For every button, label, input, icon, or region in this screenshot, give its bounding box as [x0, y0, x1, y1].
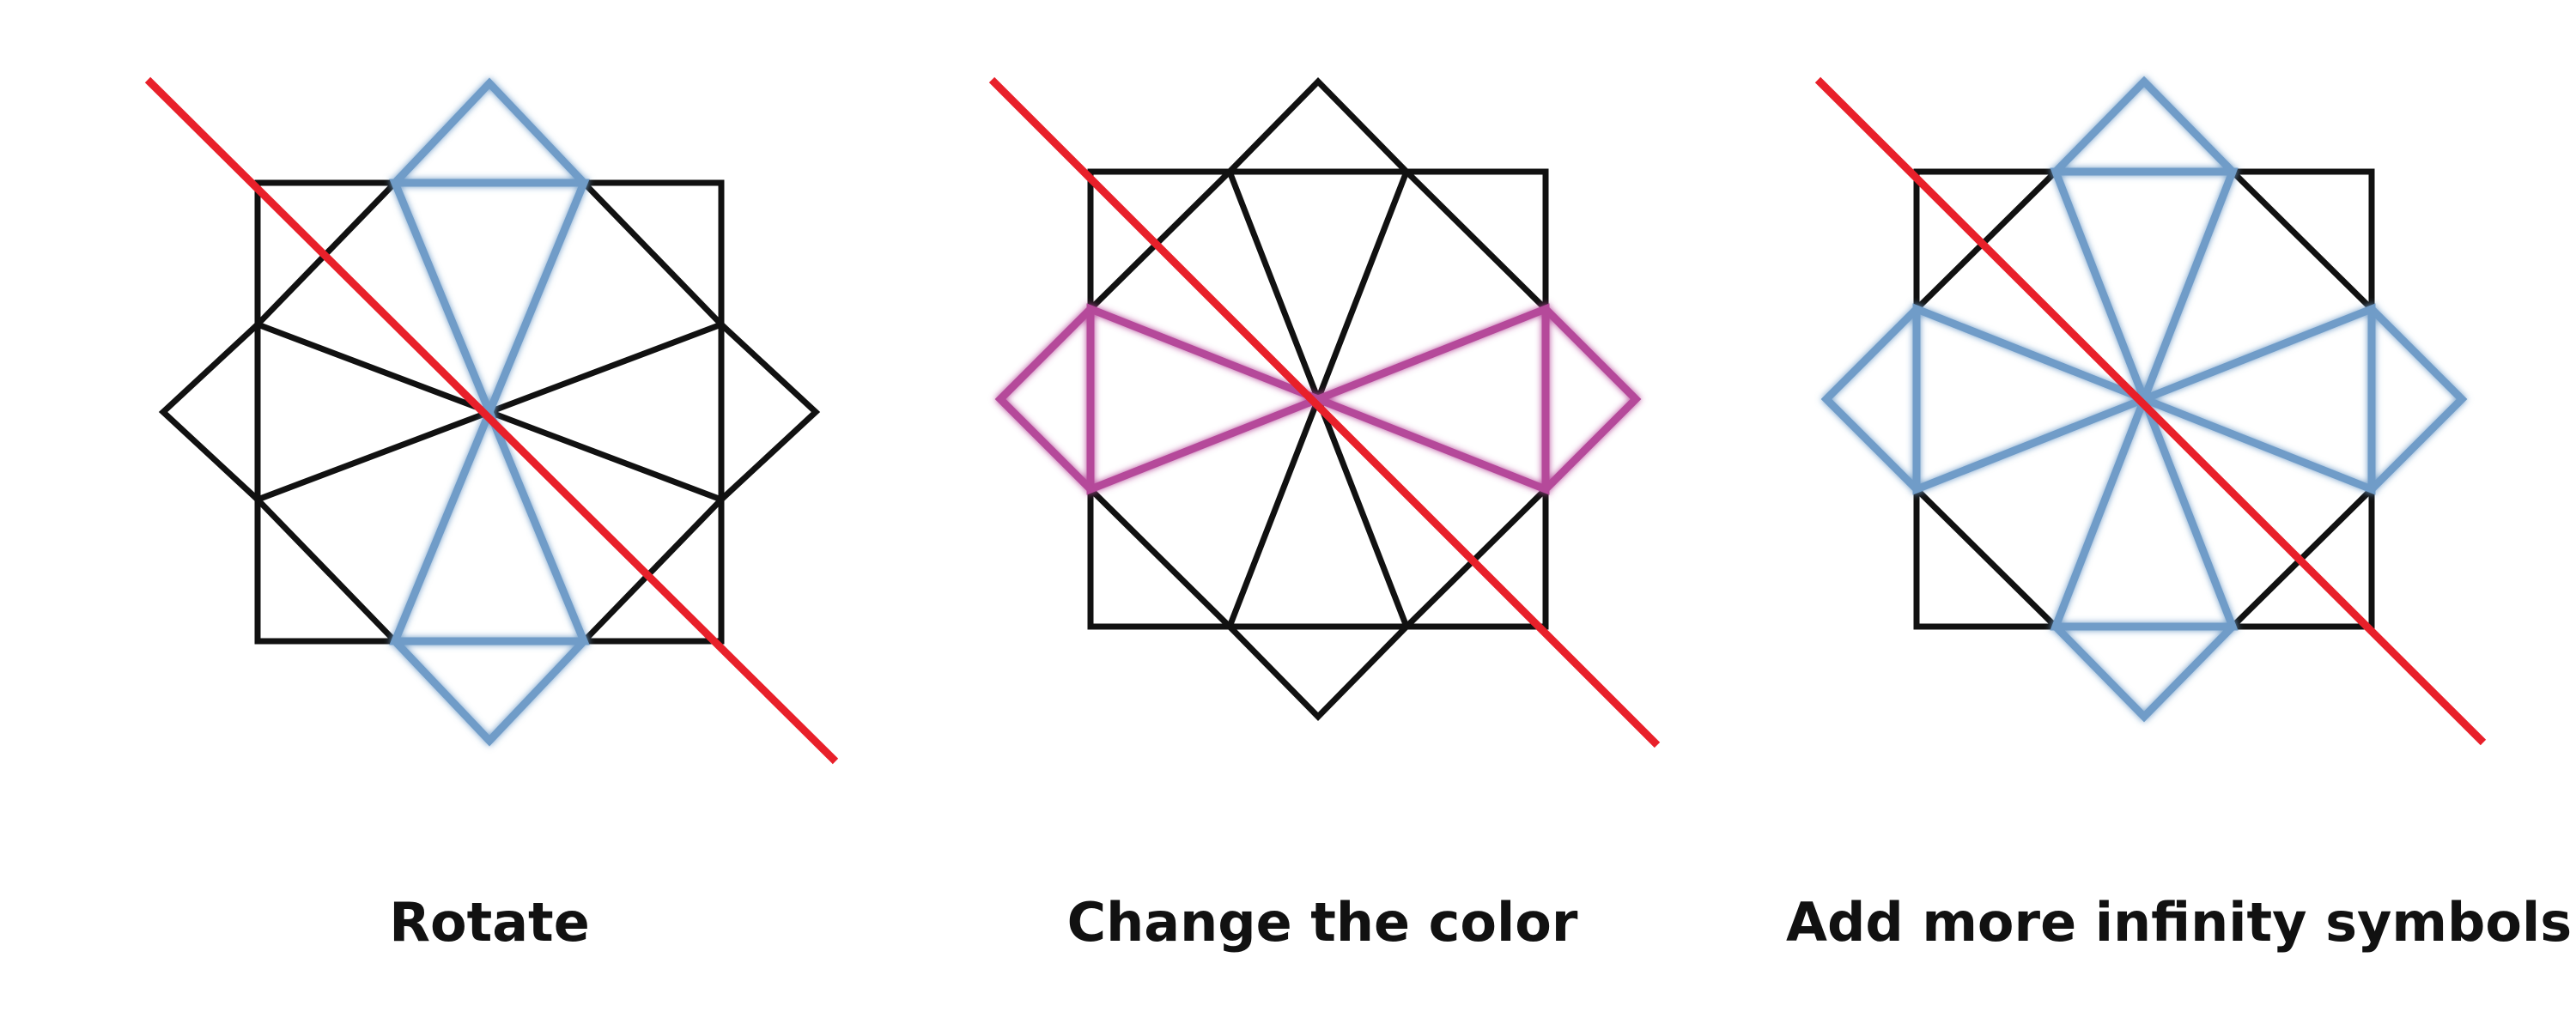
panel-rotate — [144, 76, 839, 765]
caption-rotate: Rotate — [389, 891, 590, 954]
caption-add-more-infinity: Add more infinity symbols — [1786, 891, 2573, 954]
strike-through-line — [144, 76, 839, 765]
infinity-symbol-highlight-horizontal — [1820, 303, 2468, 495]
strike-through-line — [1814, 76, 2487, 746]
infinity-symbol-highlight — [389, 77, 590, 747]
panel-add-more-infinity — [1814, 76, 2487, 746]
star-outline — [1087, 77, 1549, 721]
caption-change-color: Change the color — [1066, 891, 1578, 954]
strike-through-line — [988, 76, 1661, 748]
infinity-symbol-highlight — [994, 303, 1642, 495]
infinity-symbol-highlight-vertical — [2050, 76, 2239, 723]
panel-change-color — [988, 76, 1661, 748]
